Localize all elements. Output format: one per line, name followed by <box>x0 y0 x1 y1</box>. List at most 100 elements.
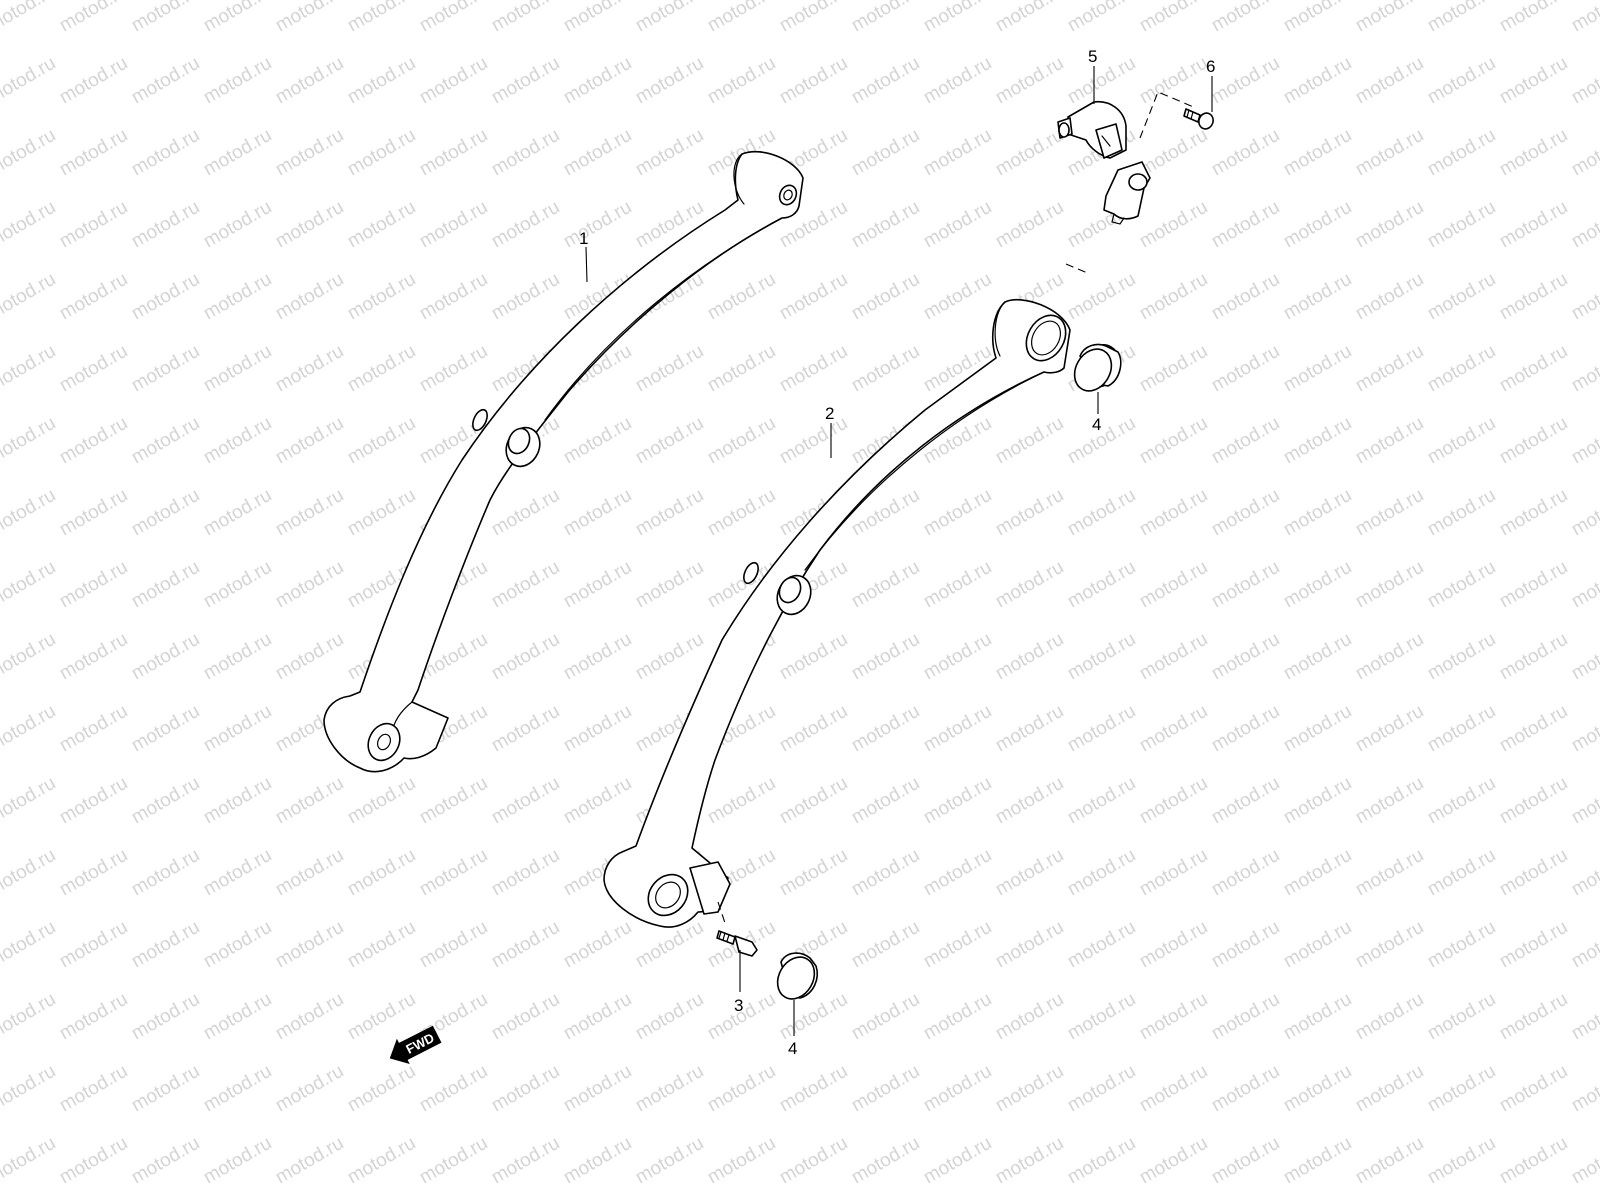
watermark-text: motod.ru <box>704 0 779 36</box>
watermark-text: motod.ru <box>272 269 347 325</box>
watermark-text: motod.ru <box>920 1133 995 1189</box>
watermark-text: motod.ru <box>848 629 923 685</box>
watermark-text: motod.ru <box>776 629 851 685</box>
watermark-text: motod.ru <box>56 197 131 253</box>
watermark-text: motod.ru <box>272 125 347 181</box>
watermark-text: motod.ru <box>1496 53 1571 109</box>
watermark-text: motod.ru <box>704 413 779 469</box>
watermark-text: motod.ru <box>1280 557 1355 613</box>
watermark-text: motod.ru <box>200 557 275 613</box>
watermark-text: motod.ru <box>1496 269 1571 325</box>
watermark-text: motod.ru <box>992 0 1067 36</box>
watermark-text: motod.ru <box>1064 485 1139 541</box>
watermark-text: motod.ru <box>0 413 59 469</box>
watermark-text: motod.ru <box>992 989 1067 1045</box>
watermark-text: motod.ru <box>920 557 995 613</box>
watermark-text: motod.ru <box>56 0 131 36</box>
watermark-text: motod.ru <box>920 53 995 109</box>
watermark-text: motod.ru <box>920 845 995 901</box>
watermark-text: motod.ru <box>488 125 563 181</box>
watermark-text: motod.ru <box>1064 269 1139 325</box>
watermark-text: motod.ru <box>1568 341 1600 397</box>
watermark-text: motod.ru <box>704 1133 779 1189</box>
watermark-text: motod.ru <box>416 1133 491 1189</box>
watermark-text: motod.ru <box>128 917 203 973</box>
fwd-direction-indicator: FWD <box>389 1025 442 1065</box>
callout-2: 2 <box>825 404 834 423</box>
watermark-text: motod.ru <box>560 413 635 469</box>
watermark-text: motod.ru <box>632 125 707 181</box>
part-2-frame-arm <box>603 298 1071 928</box>
watermark-text: motod.ru <box>1496 341 1571 397</box>
watermark-text: motod.ru <box>1064 413 1139 469</box>
watermark-text: motod.ru <box>992 845 1067 901</box>
watermark-text: motod.ru <box>1064 53 1139 109</box>
watermark-text: motod.ru <box>920 917 995 973</box>
watermark-text: motod.ru <box>704 53 779 109</box>
watermark-text: motod.ru <box>1208 701 1283 757</box>
watermark-text: motod.ru <box>1568 629 1600 685</box>
callout-1: 1 <box>579 229 588 248</box>
watermark-text: motod.ru <box>1352 845 1427 901</box>
watermark-text: motod.ru <box>848 125 923 181</box>
watermark-text: motod.ru <box>1208 485 1283 541</box>
watermark-text: motod.ru <box>344 341 419 397</box>
watermark-text: motod.ru <box>488 557 563 613</box>
watermark-text: motod.ru <box>1496 629 1571 685</box>
watermark-text: motod.ru <box>200 341 275 397</box>
watermark-text: motod.ru <box>1136 917 1211 973</box>
watermark-text: motod.ru <box>1568 1061 1600 1117</box>
watermark-text: motod.ru <box>1136 773 1211 829</box>
watermark-text: motod.ru <box>0 53 59 109</box>
watermark-text: motod.ru <box>1280 413 1355 469</box>
watermark-text: motod.ru <box>344 197 419 253</box>
watermark-text: motod.ru <box>1208 53 1283 109</box>
watermark-text: motod.ru <box>560 197 635 253</box>
watermark-text: motod.ru <box>272 917 347 973</box>
watermark-text: motod.ru <box>488 989 563 1045</box>
watermark-text: motod.ru <box>920 197 995 253</box>
watermark-text: motod.ru <box>344 269 419 325</box>
watermark-text: motod.ru <box>632 1133 707 1189</box>
watermark-text: motod.ru <box>1136 485 1211 541</box>
watermark-text: motod.ru <box>920 701 995 757</box>
watermark-text: motod.ru <box>992 1133 1067 1189</box>
watermark-text: motod.ru <box>1496 1061 1571 1117</box>
leader-lines <box>585 66 1213 1036</box>
watermark-text: motod.ru <box>1496 917 1571 973</box>
watermark-text: motod.ru <box>0 1061 59 1117</box>
watermark-text: motod.ru <box>992 197 1067 253</box>
watermark-text: motod.ru <box>1496 125 1571 181</box>
watermark-text: motod.ru <box>1280 701 1355 757</box>
watermark-text: motod.ru <box>488 701 563 757</box>
watermark-text: motod.ru <box>488 845 563 901</box>
watermark-text: motod.ru <box>920 0 995 36</box>
watermark-text: motod.ru <box>0 701 59 757</box>
watermark-text: motod.ru <box>1424 413 1499 469</box>
part-5-switch-assembly <box>1057 101 1151 225</box>
watermark-text: motod.ru <box>848 557 923 613</box>
watermark-text: motod.ru <box>1352 701 1427 757</box>
watermark-text: motod.ru <box>1568 125 1600 181</box>
watermark-text: motod.ru <box>704 341 779 397</box>
watermark-text: motod.ru <box>200 413 275 469</box>
watermark-text: motod.ru <box>1424 917 1499 973</box>
watermark-text: motod.ru <box>920 485 995 541</box>
watermark-text: motod.ru <box>344 989 419 1045</box>
watermark-text: motod.ru <box>1208 629 1283 685</box>
watermark-text: motod.ru <box>128 701 203 757</box>
watermark-text: motod.ru <box>848 701 923 757</box>
watermark-text: motod.ru <box>344 0 419 36</box>
watermark-text: motod.ru <box>128 773 203 829</box>
watermark-text: motod.ru <box>704 773 779 829</box>
watermark-text: motod.ru <box>488 1133 563 1189</box>
callout-labels: 1 2 3 4 4 5 6 <box>579 47 1215 1058</box>
watermark-text: motod.ru <box>1352 341 1427 397</box>
watermark-text: motod.ru <box>416 197 491 253</box>
watermark-text: motod.ru <box>128 413 203 469</box>
watermark-text: motod.ru <box>128 629 203 685</box>
watermark-text: motod.ru <box>1568 0 1600 36</box>
watermark-text: motod.ru <box>200 917 275 973</box>
watermark-text: motod.ru <box>992 701 1067 757</box>
